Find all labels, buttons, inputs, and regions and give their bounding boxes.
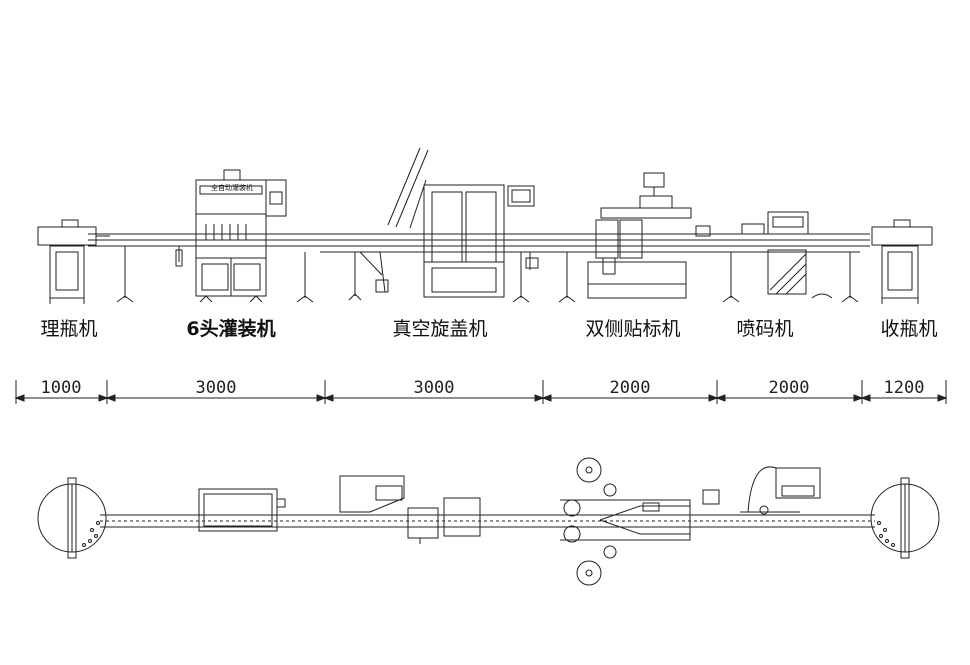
cap-elevator-elevation (359, 147, 429, 293)
capper-elevation (423, 184, 535, 298)
coder-elevation (741, 211, 833, 299)
filler-plan (198, 488, 286, 532)
dimension-value: 2000 (609, 378, 651, 398)
plan-conveyor (100, 514, 875, 528)
machine-label: 双侧贴标机 (585, 318, 681, 340)
elevation-conveyor (88, 233, 870, 253)
collector-elevation (871, 219, 933, 304)
dimension-value: 2000 (768, 378, 810, 398)
dimension-value: 1200 (883, 378, 925, 398)
unscrambler-plan (37, 477, 107, 559)
coder-plan (740, 466, 821, 515)
machine-label: 喷码机 (736, 318, 794, 340)
machine-label: 理瓶机 (40, 318, 98, 340)
conveyor-legs (116, 246, 859, 303)
dimension-value: 3000 (195, 378, 237, 398)
machine-label: 收瓶机 (880, 318, 938, 340)
dimension-value: 1000 (40, 378, 82, 398)
labeler-elevation (587, 172, 711, 299)
labeler-plan (560, 457, 720, 586)
dimension-line (14, 380, 948, 404)
capper-plan (339, 475, 481, 544)
machine-label: 真空旋盖机 (392, 318, 488, 340)
dimension-value: 3000 (413, 378, 455, 398)
collector-plan (870, 477, 940, 559)
machine-label: 6头灌装机 (186, 318, 276, 340)
filler-panel-text: 全自动灌装机 (211, 183, 253, 192)
filler-elevation (195, 169, 287, 303)
unscrambler-elevation (37, 219, 110, 304)
